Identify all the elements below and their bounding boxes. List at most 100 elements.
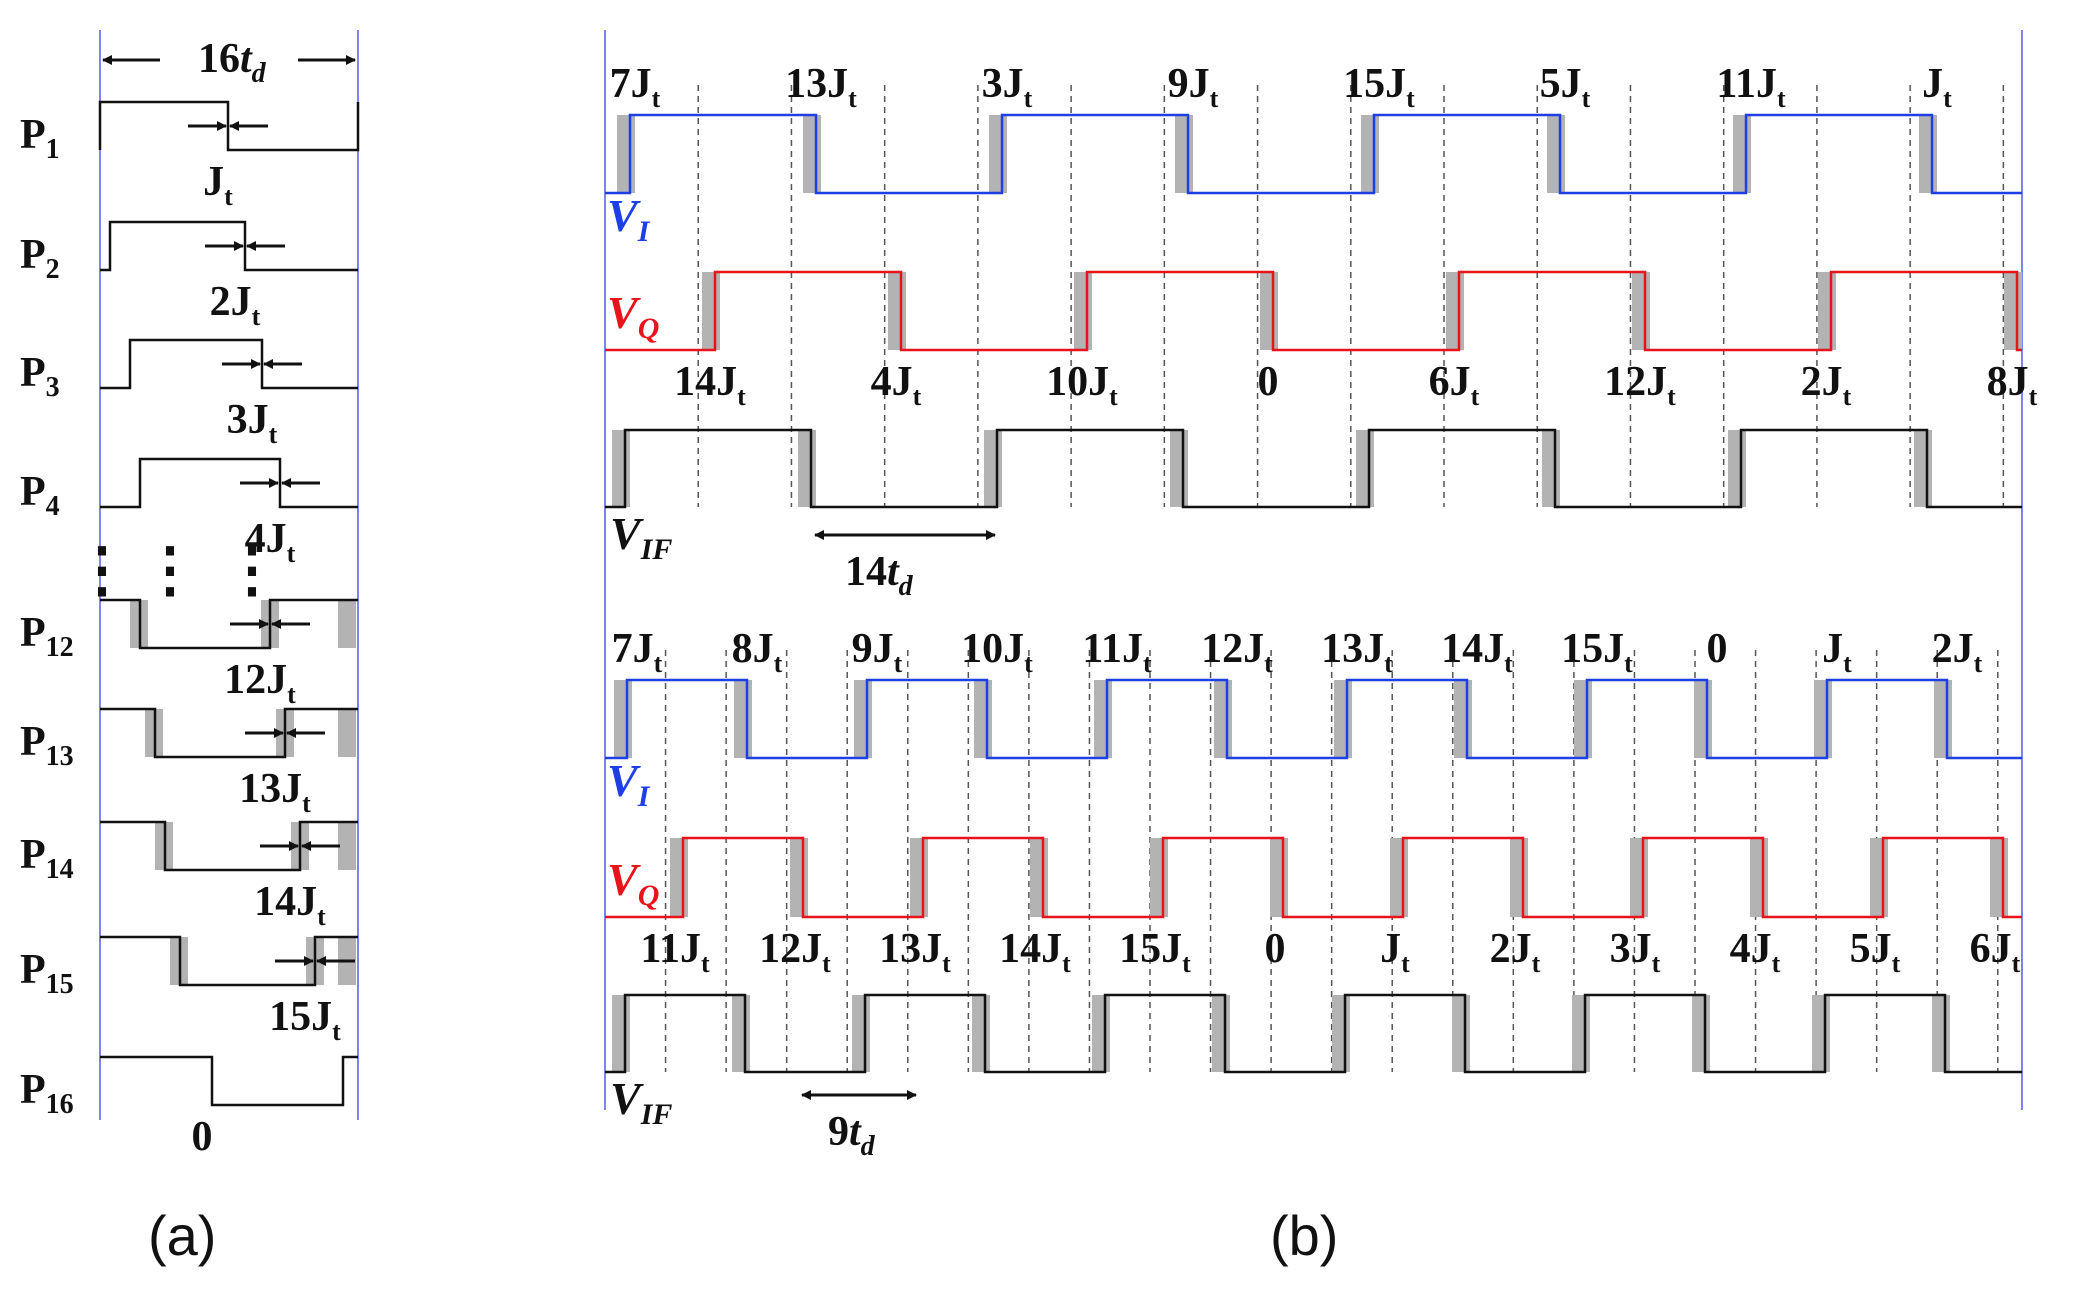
edge-jitter-shade bbox=[1919, 115, 1937, 193]
edge-jitter-shade bbox=[1170, 430, 1188, 507]
edge-jitter-shade bbox=[1212, 995, 1230, 1072]
pulse-jitter-label: 13Jt bbox=[239, 766, 311, 818]
edge-jitter-shade bbox=[1454, 680, 1472, 758]
pulse-waveform bbox=[100, 707, 358, 759]
edge-jitter-shade bbox=[732, 995, 750, 1072]
edge-jitter-shade bbox=[1818, 272, 1836, 350]
edge-jitter-shade bbox=[1332, 995, 1350, 1072]
vi-edge-label: 15Jt bbox=[1561, 626, 1633, 678]
edge-jitter-shade bbox=[1094, 680, 1112, 758]
edge-jitter-shade bbox=[803, 115, 821, 193]
pulse-waveform bbox=[100, 220, 358, 272]
vq-waveform bbox=[605, 270, 2022, 352]
vq-edge-label: 11Jt bbox=[640, 926, 710, 978]
pulse-jitter-label: 15Jt bbox=[269, 994, 341, 1046]
vi-edge-label: 13Jt bbox=[1321, 626, 1393, 678]
pulse-name-label: P12 bbox=[20, 610, 74, 663]
panel-b-caption: (b) bbox=[1270, 1204, 1338, 1267]
edge-jitter-shade bbox=[1574, 680, 1592, 758]
vi-edge-label: 15Jt bbox=[1343, 61, 1415, 113]
edge-jitter-shade bbox=[670, 838, 688, 917]
vq-edge-label: 6Jt bbox=[1970, 926, 2021, 978]
jitter-shade bbox=[338, 709, 356, 757]
vq-signal-label: VQ bbox=[607, 287, 659, 345]
vi-edge-label: Jt bbox=[1822, 626, 1852, 678]
panel-a-caption: (a) bbox=[148, 1204, 216, 1267]
vi-edge-label: 7Jt bbox=[612, 626, 663, 678]
vq-edge-label: 14Jt bbox=[674, 359, 746, 411]
vif-signal-label: VIF bbox=[610, 1073, 672, 1131]
edge-jitter-shade bbox=[1572, 995, 1590, 1072]
pulse-waveform bbox=[100, 338, 358, 390]
pulse-jitter-label: 3Jt bbox=[227, 397, 278, 449]
vq-edge-label: 13Jt bbox=[879, 926, 951, 978]
edge-jitter-shade bbox=[984, 430, 1002, 507]
vi-edge-label: 2Jt bbox=[1932, 626, 1983, 678]
vq-edge-label: 0 bbox=[1265, 926, 1286, 972]
panel-a-pulse-train: 16td P1JtP22JtP33JtP44JtP1212JtP1313JtP1… bbox=[20, 30, 360, 1267]
pulse-row-p4: P4 4Jt bbox=[20, 457, 358, 568]
edge-jitter-shade bbox=[854, 680, 872, 758]
pulse-waveform bbox=[98, 100, 360, 152]
edge-jitter-shade bbox=[910, 838, 928, 917]
pulse-jitter-label: 12Jt bbox=[224, 657, 296, 709]
edge-jitter-shade bbox=[1750, 838, 1768, 917]
edge-jitter-shade bbox=[1870, 838, 1888, 917]
jitter-shade bbox=[338, 822, 356, 870]
vi-edge-label: 0 bbox=[1707, 626, 1728, 672]
pulse-jitter-label: 2Jt bbox=[210, 279, 261, 331]
vq-edge-label: 4Jt bbox=[871, 359, 922, 411]
edge-jitter-shade bbox=[617, 115, 635, 193]
pulse-waveform bbox=[100, 598, 358, 650]
vq-edge-label: 2Jt bbox=[1801, 359, 1852, 411]
vi-edge-label: 10Jt bbox=[961, 626, 1033, 678]
edge-jitter-shade bbox=[612, 430, 630, 507]
edge-jitter-shade bbox=[1630, 838, 1648, 917]
vq-edge-label: 0 bbox=[1258, 359, 1279, 405]
edge-jitter-shade bbox=[1175, 115, 1193, 193]
bottom-period-label: 9td bbox=[828, 1109, 876, 1162]
edge-jitter-shade bbox=[1990, 838, 2008, 917]
vi-edge-label: 5Jt bbox=[1540, 61, 1591, 113]
vi-edge-label: 11Jt bbox=[1082, 626, 1152, 678]
edge-jitter-shade bbox=[974, 680, 992, 758]
vi-waveform bbox=[605, 113, 2022, 195]
vq-edge-label: 15Jt bbox=[1119, 926, 1191, 978]
edge-jitter-shade bbox=[1542, 430, 1560, 507]
edge-jitter-shade bbox=[2004, 272, 2022, 350]
edge-jitter-shade bbox=[1932, 995, 1950, 1072]
vq-edge-label: 6Jt bbox=[1429, 359, 1480, 411]
vif-waveform bbox=[605, 993, 2022, 1074]
vi-signal-label: VI bbox=[607, 190, 651, 248]
edge-jitter-shade bbox=[1260, 272, 1278, 350]
pulse-jitter-label: 14Jt bbox=[254, 879, 326, 931]
edge-jitter-shade bbox=[1030, 838, 1048, 917]
edge-jitter-shade bbox=[888, 272, 906, 350]
vi-edge-label: 13Jt bbox=[785, 61, 857, 113]
vi-edge-label: 12Jt bbox=[1201, 626, 1273, 678]
pulse-waveform bbox=[100, 820, 358, 872]
vi-edge-label: Jt bbox=[1922, 61, 1952, 113]
pulse-row-p12: P12 12Jt bbox=[20, 598, 358, 709]
jitter-shade bbox=[338, 600, 356, 648]
edge-jitter-shade bbox=[734, 680, 752, 758]
vq-waveform bbox=[605, 836, 2022, 919]
edge-jitter-shade bbox=[612, 995, 630, 1072]
vq-edge-label: 2Jt bbox=[1490, 926, 1541, 978]
vq-edge-label: 8Jt bbox=[1987, 359, 2038, 411]
edge-jitter-shade bbox=[1150, 838, 1168, 917]
vi-waveform bbox=[605, 678, 2022, 760]
pulse-name-label: P4 bbox=[20, 469, 60, 522]
edge-jitter-shade bbox=[702, 272, 720, 350]
pulse-jitter-label: 4Jt bbox=[245, 516, 296, 568]
vq-edge-label: Jt bbox=[1380, 926, 1410, 978]
edge-jitter-shade bbox=[1692, 995, 1710, 1072]
vq-edge-label: 14Jt bbox=[999, 926, 1071, 978]
edge-jitter-shade bbox=[1452, 995, 1470, 1072]
edge-jitter-shade bbox=[1390, 838, 1408, 917]
